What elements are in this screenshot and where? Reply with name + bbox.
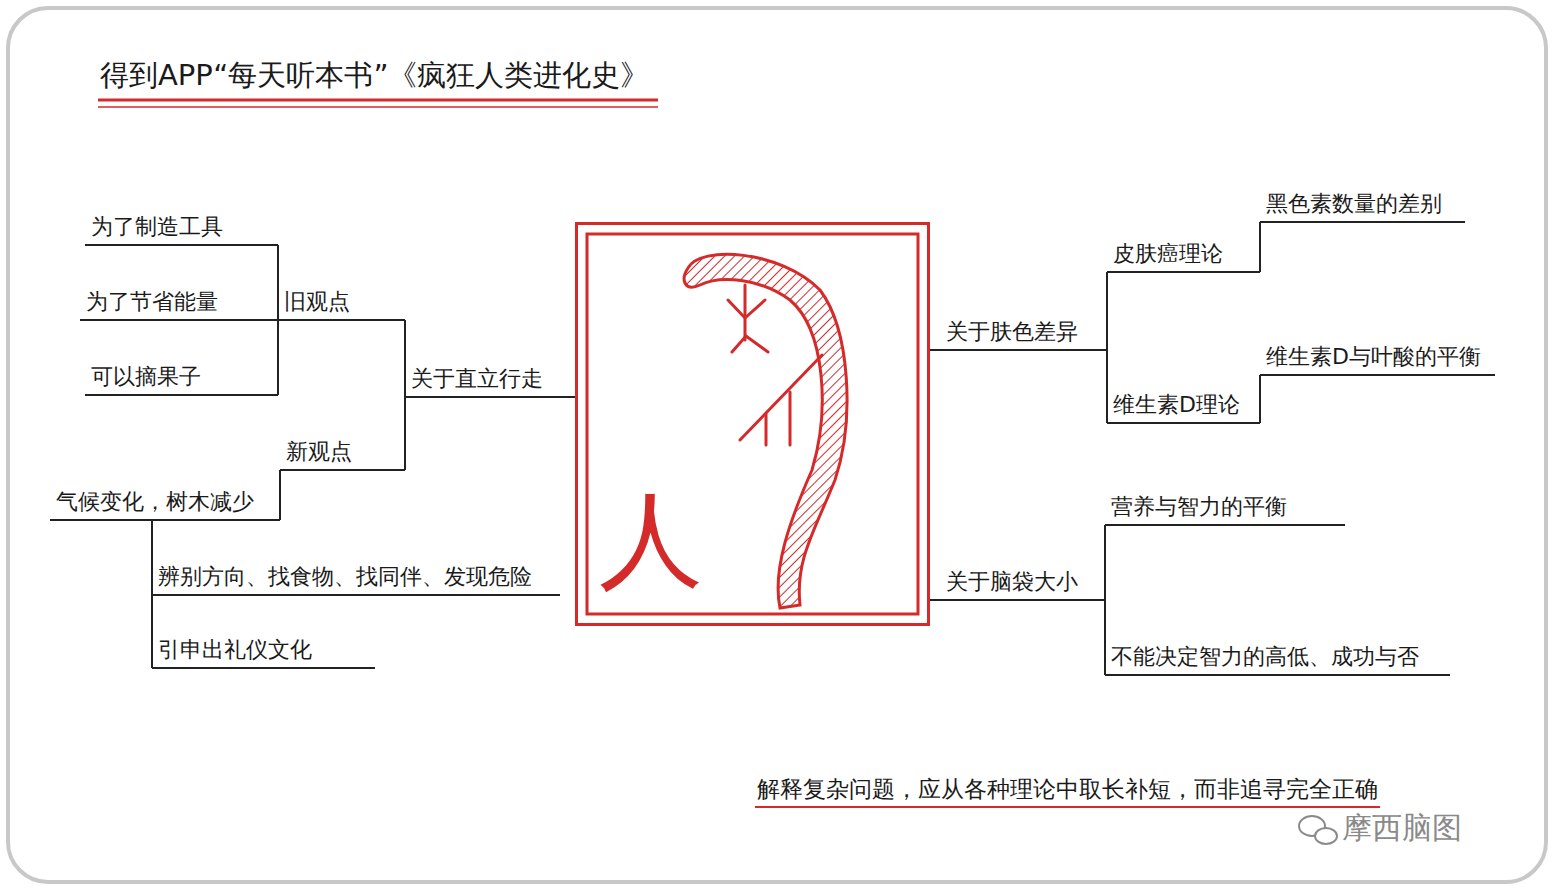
branch-line [279, 470, 281, 520]
branch-line [1259, 222, 1261, 272]
branch-topic: 关于肤色差异 [940, 317, 1107, 351]
topic-text: 气候变化，树木减少 [50, 487, 260, 517]
branch-topic: 营养与智力的平衡 [1105, 492, 1345, 526]
topic-text: 新观点 [280, 437, 358, 467]
central-topic-box: 人 [575, 222, 930, 626]
topic-text: 关于肤色差异 [940, 317, 1084, 347]
topic-text: 黑色素数量的差别 [1260, 189, 1448, 219]
topic-text: 营养与智力的平衡 [1105, 492, 1293, 522]
branch-topic: 关于直立行走 [405, 364, 565, 398]
page-frame [8, 8, 1546, 882]
title-text: 得到APP“每天听本书”《疯狂人类进化史》 [100, 56, 649, 94]
topic-text: 关于脑袋大小 [940, 567, 1084, 597]
summary-note: 解释复杂问题，应从各种理论中取长补短，而非追寻完全正确 [755, 772, 1380, 808]
topic-text: 旧观点 [278, 287, 356, 317]
topic-text: 辨别方向、找食物、找同伴、发现危险 [152, 562, 538, 592]
branch-line [565, 396, 575, 398]
topic-text: 维生素D理论 [1107, 390, 1246, 420]
branch-topic: 引申出礼仪文化 [152, 635, 375, 669]
branch-topic: 辨别方向、找食物、找同伴、发现危险 [152, 562, 560, 596]
branch-topic: 关于脑袋大小 [940, 567, 1105, 601]
title-underline [98, 106, 658, 108]
branch-topic: 新观点 [280, 437, 405, 471]
branch-line [930, 349, 940, 351]
branch-topic: 皮肤癌理论 [1107, 239, 1260, 273]
branch-topic: 不能决定智力的高低、成功与否 [1105, 642, 1450, 676]
topic-text: 不能决定智力的高低、成功与否 [1105, 642, 1425, 672]
evolution-curve [684, 254, 847, 608]
topic-text: 皮肤癌理论 [1107, 239, 1229, 269]
branch-topic: 维生素D理论 [1107, 390, 1260, 424]
topic-text: 为了制造工具 [85, 212, 229, 242]
watermark: 摩西脑图 [1342, 810, 1462, 846]
branch-line [277, 320, 279, 395]
branch-topic: 可以摘果子 [85, 362, 278, 396]
topic-text: 引申出礼仪文化 [152, 635, 318, 665]
branch-topic: 旧观点 [278, 287, 405, 321]
branch-line [404, 397, 406, 470]
branch-line [1104, 525, 1106, 600]
branch-topic: 维生素D与叶酸的平衡 [1260, 342, 1495, 376]
branch-symbol [728, 285, 822, 445]
branch-line [1106, 272, 1108, 350]
topic-text: 为了节省能量 [80, 287, 224, 317]
branch-line [1259, 375, 1261, 423]
branch-line [930, 599, 940, 601]
wechat-icon [1299, 816, 1337, 844]
topic-text: 可以摘果子 [85, 362, 207, 392]
branch-topic: 为了制造工具 [85, 212, 278, 246]
branch-topic: 气候变化，树木减少 [50, 487, 280, 521]
topic-text: 维生素D与叶酸的平衡 [1260, 342, 1487, 372]
branch-topic: 为了节省能量 [80, 287, 278, 321]
branch-topic: 黑色素数量的差别 [1260, 189, 1465, 223]
title-underline [98, 99, 658, 102]
topic-text: 关于直立行走 [405, 364, 549, 394]
topic-text: 人 [599, 484, 703, 596]
